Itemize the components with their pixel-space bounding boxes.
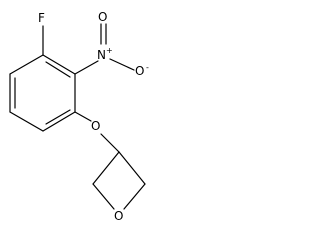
- molecule-diagram: F N + O - O O O: [9, 10, 149, 223]
- ring-bond-3: [9, 111, 44, 132]
- o-c-ether-bond: [100, 133, 120, 153]
- n-o-single-bond: [109, 58, 135, 71]
- structure-canvas: F N + O - O O O: [0, 0, 154, 235]
- nitro-plus-label: +: [106, 46, 113, 55]
- nitro-minus-label: -: [146, 63, 149, 72]
- ring-bond-4: [42, 111, 76, 132]
- ring-bond-6: [42, 54, 76, 75]
- c-o-ether-bond: [74, 111, 92, 122]
- nitro-o-left-label: O: [98, 10, 107, 24]
- benzene-ring: [9, 54, 76, 132]
- oxetane-o-label: O: [114, 209, 123, 223]
- oxetane-bond-top-left: [92, 151, 120, 185]
- ether-o-label: O: [91, 119, 100, 133]
- nitro-n-label: N: [97, 48, 106, 62]
- c-n-bond: [74, 60, 99, 75]
- nitro-o-right-label: O: [135, 64, 144, 78]
- ring-double-inner-3: [45, 61, 71, 78]
- ring-bond-1: [9, 54, 44, 75]
- oxetane-bond-top-right: [118, 151, 146, 185]
- oxetane-ring: [92, 151, 146, 210]
- ring-double-inner-2: [45, 109, 71, 125]
- fluorine-label: F: [38, 11, 45, 25]
- oxetane-bond-bottom-left: [92, 183, 115, 210]
- oxetane-bond-bottom-right: [123, 183, 146, 210]
